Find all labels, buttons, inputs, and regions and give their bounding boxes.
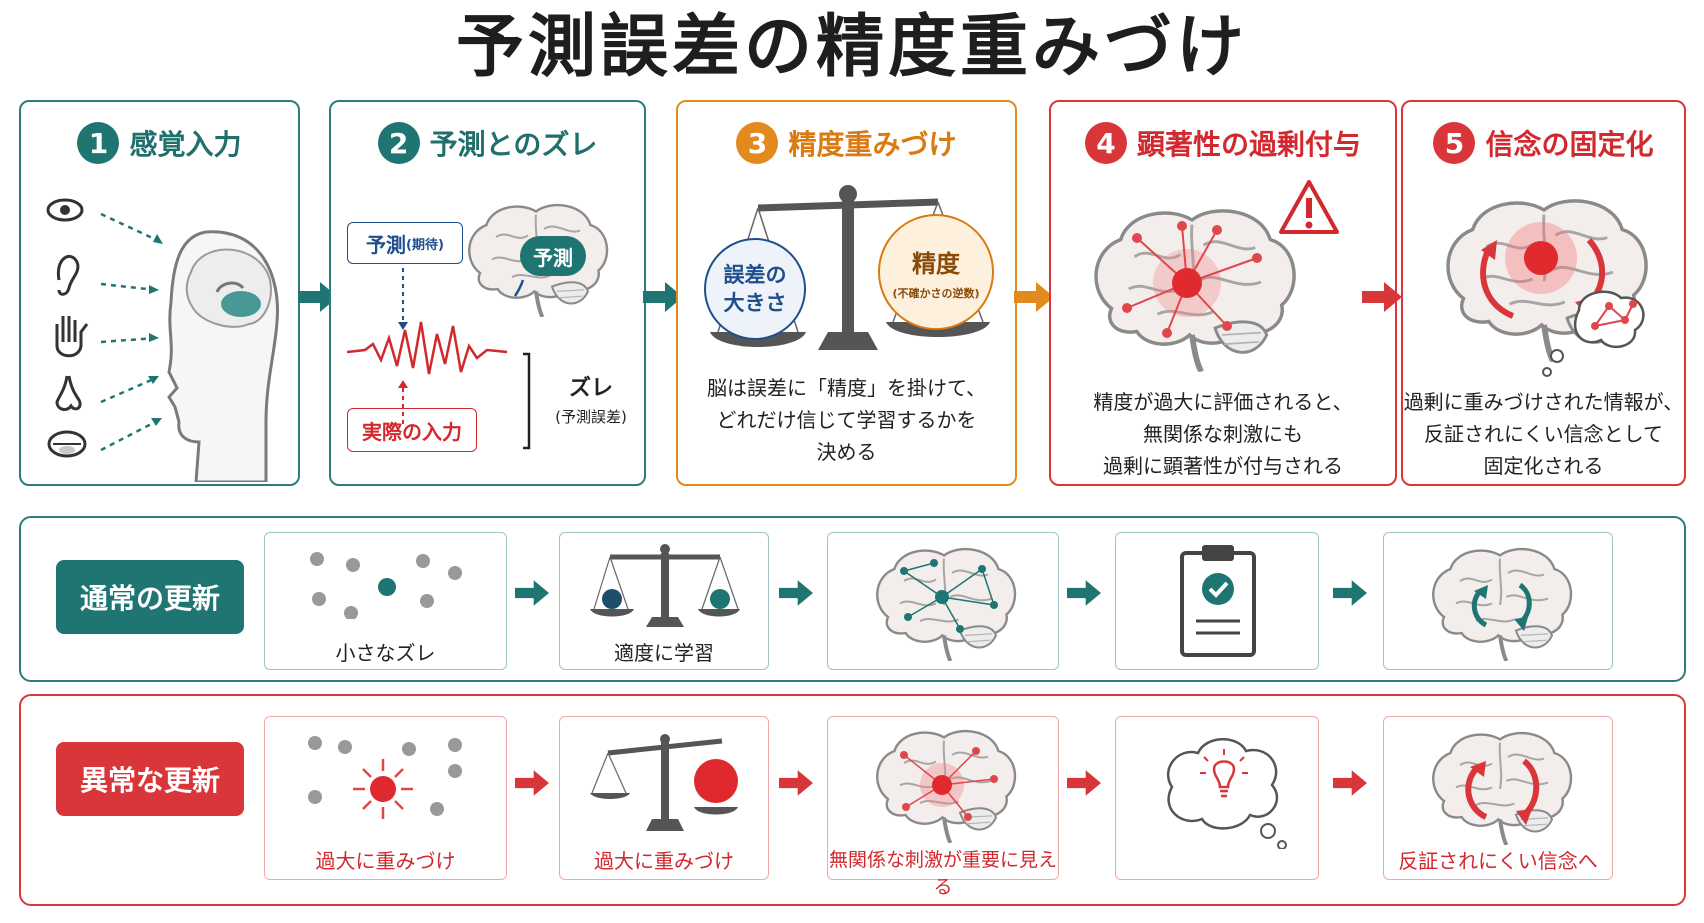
ear-icon (56, 255, 80, 296)
error-magnitude-circle: 誤差の 大きさ (704, 238, 806, 340)
panel-title: 予測とのズレ (429, 128, 598, 161)
row-arrow (1333, 580, 1367, 606)
step-number: 1 (77, 122, 120, 164)
panel-title: 顕著性の過剰付与 (1136, 128, 1361, 161)
irrelevant-salience-box: 無関係な刺激が重要に見える (827, 716, 1059, 898)
row-arrow (1067, 770, 1101, 796)
panel-description: 過剰に重みづけされた情報が、 反証されにくい信念として 固定化される (1403, 390, 1684, 478)
panel-header: 4 顕著性の過剰付与 (1051, 122, 1395, 164)
gap-label: ズレ (予測誤差) (555, 376, 627, 426)
hard-to-refute-box: 反証されにくい信念へ (1383, 716, 1613, 880)
eye-icon (46, 198, 84, 222)
panel-description: 脳は誤差に「精度」を掛けて、 どれだけ信じて学習するかを 決める (707, 376, 986, 464)
panel-title: 感覚入力 (129, 128, 242, 161)
panel-excess-salience: 4 顕著性の過剰付与 精度が過大に評価されると、 無関係な刺激にも 過剰に顕著性… (1049, 100, 1397, 486)
over-weighting-box: 過大に重みづけ (264, 716, 507, 880)
page-title: 予測誤差の精度重みづけ (455, 8, 1248, 87)
lightbulb-thought-icon (1166, 738, 1287, 849)
sensory-input-illustration (46, 198, 279, 482)
moderate-learning-box: 適度に学習 (559, 532, 769, 670)
tilted-scale-icon (590, 734, 738, 831)
row-arrow (779, 580, 813, 606)
box-caption: 反証されにくい信念へ (1398, 849, 1598, 873)
nose-icon (55, 375, 82, 411)
clipboard-check-icon (1180, 545, 1256, 657)
salience-network-icon (1122, 221, 1262, 338)
precision-circle: 精度 (不確かさの逆数) (878, 214, 994, 330)
panel-title: 信念の固定化 (1485, 128, 1654, 161)
step-number: 3 (736, 122, 779, 164)
tilted-scale-box: 過大に重みづけ (559, 716, 769, 880)
small-gap-dots-icon (310, 552, 462, 619)
abnormal-update-row: 異常な更新 過大に重みづけ 過大に重みづけ 無関 (19, 694, 1686, 906)
panel-header: 5 信念の固定化 (1403, 122, 1684, 164)
row-arrow (1067, 580, 1101, 606)
balanced-network-icon (900, 559, 998, 633)
clipboard-box (1115, 532, 1319, 670)
step-number: 5 (1433, 122, 1476, 164)
panel-header: 2 予測とのズレ (331, 122, 644, 164)
row-arrow (1333, 770, 1367, 796)
fixed-loop-icon (1465, 758, 1540, 825)
row-arrow (779, 770, 813, 796)
brain-prediction-badge: 予測 (520, 236, 586, 276)
box-caption: 過大に重みづけ (315, 849, 456, 873)
panel-header: 3 精度重みづけ (678, 122, 1015, 164)
prediction-error-wave (347, 268, 531, 450)
small-gap-box: 小さなズレ (264, 532, 507, 670)
update-cycle-icon (1471, 582, 1532, 631)
panel-sensory-input: 1 感覚入力 (19, 100, 300, 486)
row-label: 通常の更新 (56, 560, 244, 634)
row-label: 異常な更新 (56, 742, 244, 816)
thought-bubble-box (1115, 716, 1319, 880)
panel-title: 精度重みづけ (788, 128, 957, 161)
row-arrow (515, 580, 549, 606)
prediction-tag: 予測(期待) (347, 222, 463, 264)
over-weighted-dots-icon (308, 736, 462, 819)
input-arrows (100, 212, 162, 452)
head-brain-icon (167, 230, 279, 482)
panel-belief-fixation: 5 信念の固定化 過剰に重みづけされた情報が、 反証されにくい信念として 固定化… (1401, 100, 1686, 486)
panel-precision-weighting: 3 精度重みづけ 誤差の 大きさ 精度 (不確かさの逆数) 脳は誤差に「精度」を… (676, 100, 1017, 486)
balanced-scale-icon (590, 544, 740, 627)
panel-header: 1 感覚入力 (21, 122, 298, 164)
box-caption: 小さなズレ (335, 641, 436, 665)
over-salience-network-icon (900, 747, 998, 821)
box-caption: 適度に学習 (614, 641, 714, 665)
panel-prediction-gap: 2 予測とのズレ 予測(期待) 予測 実際の入力 ズレ (予測誤差) (329, 100, 646, 486)
step-arrow (1014, 282, 1054, 312)
row-arrow (515, 770, 549, 796)
update-loop-box (1383, 532, 1613, 670)
warning-icon (1279, 180, 1339, 234)
network-brain-box (827, 532, 1059, 670)
hand-icon (55, 316, 89, 358)
step-number: 2 (377, 122, 420, 164)
mouth-icon (47, 430, 87, 458)
box-caption: 無関係な刺激が重要に見える (828, 849, 1057, 898)
belief-loop-icon (1480, 222, 1645, 377)
panel-description: 精度が過大に評価されると、 無関係な刺激にも 過剰に顕著性が付与される (1093, 390, 1353, 478)
step-arrow (1362, 282, 1402, 312)
box-caption: 過大に重みづけ (594, 849, 734, 873)
actual-input-tag: 実際の入力 (347, 408, 477, 452)
normal-update-row: 通常の更新 小さなズレ 適度に学習 (19, 516, 1686, 682)
step-number: 4 (1084, 122, 1127, 164)
